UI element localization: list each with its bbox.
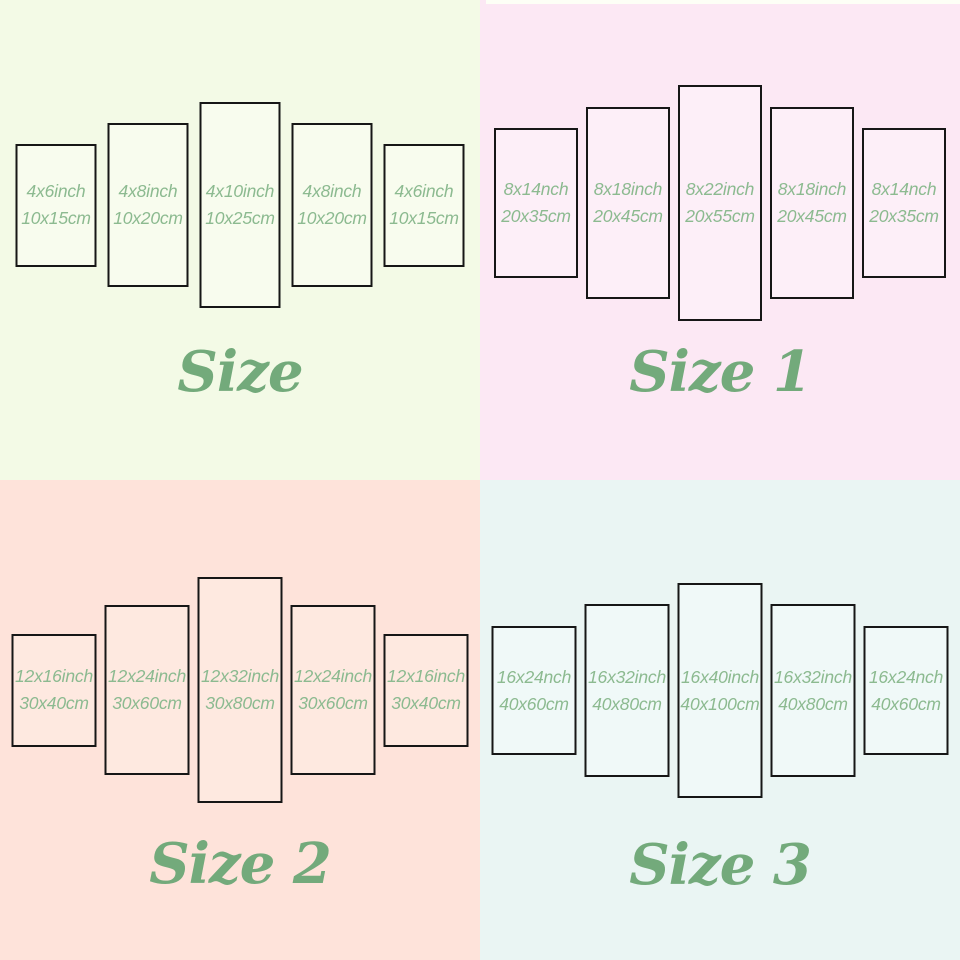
canvas-panel: 4x10inch 10x25cm (199, 102, 281, 308)
panel-size-cm: 10x20cm (113, 208, 183, 228)
panel-size-inch: 16x24nch (496, 666, 572, 687)
panel-size-inch: 12x16inch (15, 666, 93, 686)
panel-size-inch: 12x16inch (387, 666, 465, 686)
canvas-panel: 12x32inch 30x80cm (197, 577, 283, 803)
panel-size-inch: 12x32inch (201, 666, 279, 686)
panel-size-cm: 40x80cm (778, 693, 848, 714)
canvas-panel: 8x18inch 20x45cm (586, 107, 670, 299)
canvas-panel: 16x40inch 40x100cm (677, 583, 763, 798)
canvas-panel: 4x6inch 10x15cm (383, 143, 465, 267)
canvas-panel: 8x22inch 20x55cm (678, 85, 762, 321)
panel-size-cm: 20x35cm (869, 206, 939, 226)
size-title: Size 1 (629, 339, 812, 405)
panel-size-inch: 12x24inch (108, 666, 186, 686)
canvas-panel: 12x16inch 30x40cm (383, 633, 469, 747)
canvas-panel: 12x24inch 30x60cm (104, 605, 190, 775)
panel-size-cm: 30x60cm (298, 693, 368, 713)
panel-size-cm: 40x60cm (871, 693, 941, 714)
panel-group: 12x16inch 30x40cm 12x24inch 30x60cm 12x3… (11, 577, 469, 803)
panel-size-inch: 8x14nch (871, 179, 937, 199)
canvas-panel: 4x8inch 10x20cm (291, 123, 373, 287)
panel-size-inch: 16x32inch (774, 666, 852, 687)
panel-size-inch: 16x32inch (588, 666, 666, 687)
size-chart-quadrant-size: 4x6inch 10x15cm 4x8inch 10x20cm 4x10inch… (0, 0, 480, 480)
panel-size-inch: 8x18inch (777, 179, 847, 199)
panel-size-cm: 10x15cm (389, 208, 459, 228)
panel-group: 4x6inch 10x15cm 4x8inch 10x20cm 4x10inch… (15, 102, 465, 308)
panel-size-cm: 30x40cm (391, 693, 461, 713)
size-title: Size 2 (149, 831, 332, 897)
panel-size-cm: 20x35cm (501, 206, 571, 226)
panel-size-inch: 8x14nch (503, 179, 569, 199)
canvas-panel: 8x14nch 20x35cm (494, 128, 578, 278)
canvas-panel: 4x6inch 10x15cm (15, 143, 97, 267)
panel-size-cm: 20x55cm (685, 206, 755, 226)
panel-size-inch: 8x22inch (685, 179, 755, 199)
canvas-panel: 16x32inch 40x80cm (584, 604, 670, 777)
panel-size-inch: 8x18inch (593, 179, 663, 199)
panel-size-cm: 20x45cm (593, 206, 663, 226)
panel-group: 16x24nch 40x60cm 16x32inch 40x80cm 16x40… (491, 583, 949, 798)
size-chart-quadrant-size-2: 12x16inch 30x40cm 12x24inch 30x60cm 12x3… (0, 480, 480, 960)
canvas-panel: 4x8inch 10x20cm (107, 123, 189, 287)
panel-size-cm: 10x15cm (21, 208, 91, 228)
size-title: Size (177, 339, 303, 405)
panel-size-cm: 10x20cm (297, 208, 367, 228)
canvas-panel: 16x24nch 40x60cm (491, 626, 577, 755)
panel-size-cm: 40x80cm (592, 693, 662, 714)
panel-size-cm: 40x60cm (499, 693, 569, 714)
panel-size-inch: 16x24nch (868, 666, 944, 687)
panel-size-inch: 12x24inch (294, 666, 372, 686)
canvas-panel: 16x24nch 40x60cm (863, 626, 949, 755)
panel-size-cm: 40x100cm (680, 693, 760, 714)
panel-size-inch: 4x8inch (118, 181, 178, 201)
size-chart-quadrant-size-1: 8x14nch 20x35cm 8x18inch 20x45cm 8x22inc… (480, 0, 960, 480)
panel-size-inch: 16x40inch (681, 666, 759, 687)
panel-size-cm: 20x45cm (777, 206, 847, 226)
size-title: Size 3 (629, 832, 812, 898)
canvas-panel: 12x24inch 30x60cm (290, 605, 376, 775)
panel-size-cm: 30x80cm (205, 693, 275, 713)
size-chart-quadrant-size-3: 16x24nch 40x60cm 16x32inch 40x80cm 16x40… (480, 480, 960, 960)
panel-size-inch: 4x6inch (394, 181, 454, 201)
panel-size-inch: 4x6inch (26, 181, 86, 201)
panel-size-inch: 4x10inch (205, 181, 275, 201)
canvas-panel: 8x18inch 20x45cm (770, 107, 854, 299)
panel-size-inch: 4x8inch (302, 181, 362, 201)
panel-size-cm: 10x25cm (205, 208, 275, 228)
panel-group: 8x14nch 20x35cm 8x18inch 20x45cm 8x22inc… (494, 85, 946, 321)
panel-size-cm: 30x40cm (19, 693, 89, 713)
canvas-panel: 16x32inch 40x80cm (770, 604, 856, 777)
canvas-panel: 12x16inch 30x40cm (11, 633, 97, 747)
panel-size-cm: 30x60cm (112, 693, 182, 713)
canvas-panel: 8x14nch 20x35cm (862, 128, 946, 278)
